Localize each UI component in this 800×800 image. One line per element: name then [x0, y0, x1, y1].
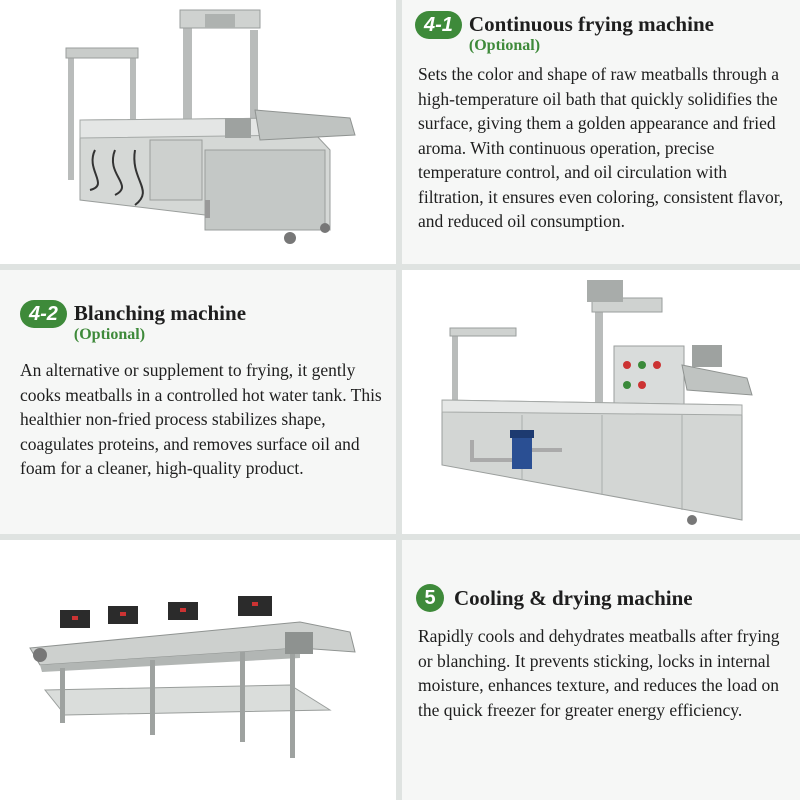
- section-title: Blanching machine: [73, 301, 247, 325]
- step-badge: 4-1: [415, 11, 462, 39]
- cooling-machine-text-panel: 5 Cooling & drying machine Rapidly cools…: [402, 540, 800, 800]
- section-description: Sets the color and shape of raw meatball…: [418, 64, 784, 231]
- section-title: Continuous frying machine: [468, 12, 714, 36]
- section-description: An alternative or supplement to frying, …: [20, 360, 382, 478]
- section-description: Rapidly cools and dehydrates meatballs a…: [418, 626, 780, 720]
- cooling-heading: 5 Cooling & drying machine: [416, 584, 693, 612]
- blanching-heading: 4-2 Blanching machine (Optional): [20, 300, 246, 344]
- frying-machine-text-panel: 4-1 Continuous frying machine (Optional)…: [402, 0, 800, 264]
- frying-machine-image-panel: [0, 0, 396, 264]
- step-badge: 5: [416, 584, 444, 612]
- blanching-machine-text-panel: 4-2 Blanching machine (Optional) An alte…: [0, 270, 396, 534]
- section-title: Cooling & drying machine: [454, 586, 693, 610]
- frying-heading: 4-1 Continuous frying machine (Optional): [415, 11, 714, 55]
- optional-label: (Optional): [73, 326, 146, 343]
- blanching-machine-photo: [441, 280, 753, 525]
- optional-label: (Optional): [468, 37, 541, 54]
- cooling-machine-image-panel: [0, 540, 396, 800]
- cooling-machine-photo: [29, 596, 356, 758]
- step-badge: 4-2: [20, 300, 67, 328]
- blanching-machine-image-panel: [402, 270, 800, 534]
- frying-machine-photo: [65, 9, 356, 244]
